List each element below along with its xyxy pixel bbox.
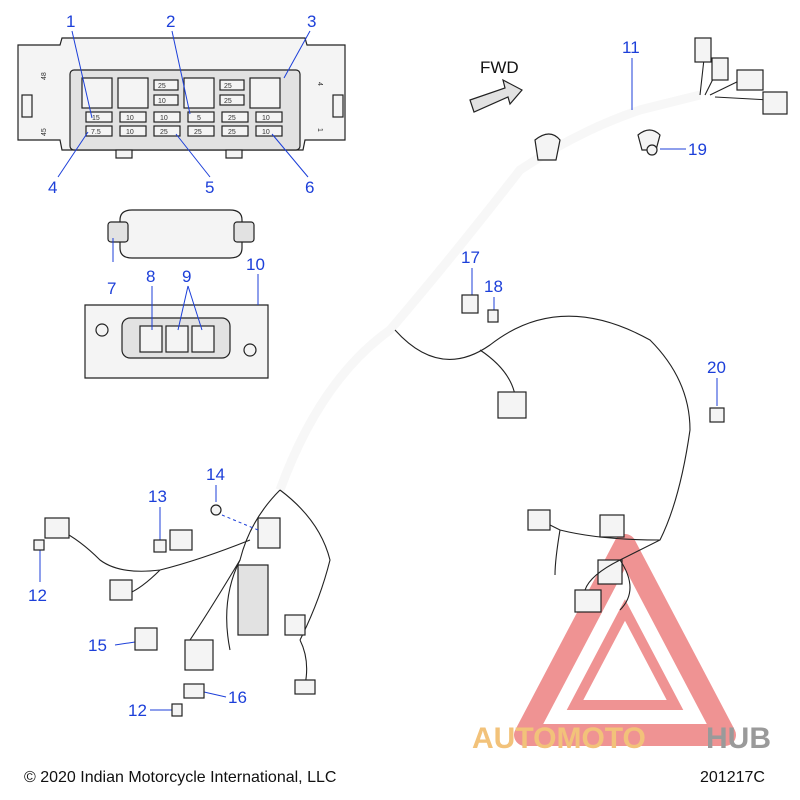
bracket-ll <box>237 564 269 636</box>
callout-12a: 12 <box>28 586 47 605</box>
fuse-r2-3: 25 <box>224 98 232 105</box>
nut-14 <box>210 504 222 516</box>
callout-3: 3 <box>307 12 316 31</box>
fuse-side-label-tr: 4 <box>316 82 323 86</box>
fuse-box-callouts: 1 2 3 4 5 6 <box>48 12 316 197</box>
watermark-part1: AUTOMOTO <box>472 722 646 755</box>
callout-1: 1 <box>66 12 75 31</box>
connector-ll-4 <box>294 679 316 695</box>
callout-12b: 12 <box>128 701 147 720</box>
fuse-r1-1: 25 <box>158 83 166 90</box>
connector-top-3 <box>736 69 764 91</box>
main-harness: 11 <box>275 37 788 613</box>
callout-11: 11 <box>622 38 640 57</box>
fwd-label: FWD <box>480 58 519 77</box>
fuse-r4-3: 25 <box>160 129 168 136</box>
watermark-logo <box>514 534 736 746</box>
fuse-box: 48 45 4 1 25 25 10 25 15 10 10 5 25 10 7… <box>17 37 346 159</box>
fuse-r3-6: 10 <box>262 115 270 122</box>
callout-19: 19 <box>688 140 707 159</box>
clip-13 <box>153 539 167 553</box>
callout-18: 18 <box>484 277 503 296</box>
connector-right-1 <box>527 509 551 531</box>
fuse-side-label-bl: 45 <box>41 128 48 136</box>
watermark-text: AUTOMOTO HUB <box>472 722 771 755</box>
callout-8: 8 <box>146 267 155 286</box>
callout-9: 9 <box>182 267 191 286</box>
small-parts-upper: 19 17 18 20 <box>461 129 726 423</box>
fuse-r4-4: 25 <box>194 129 202 136</box>
fuse-r4-2: 10 <box>126 129 134 136</box>
connector-ll-6 <box>169 529 193 551</box>
fwd-arrow-icon <box>469 78 523 113</box>
fuse-r1-3: 25 <box>224 83 232 90</box>
callout-17: 17 <box>461 248 480 267</box>
callout-20: 20 <box>707 358 726 377</box>
screw-12a <box>33 539 45 551</box>
copyright-text: © 2020 Indian Motorcycle International, … <box>24 769 336 786</box>
screw-18 <box>487 309 499 323</box>
callout-6: 6 <box>305 178 314 197</box>
figure-id: 201217C <box>700 769 765 786</box>
clip-20 <box>709 407 725 423</box>
connector-mid <box>497 391 527 419</box>
connector-top-2 <box>711 57 729 81</box>
fuse-r3-1: 15 <box>92 115 100 122</box>
fuse-r3-2: 10 <box>126 115 134 122</box>
watermark-part2: HUB <box>706 722 771 755</box>
fuse-r3-3: 10 <box>160 115 168 122</box>
cap-16 <box>183 683 205 699</box>
callout-13: 13 <box>148 487 167 506</box>
connector-ll-2 <box>109 579 133 601</box>
clip-17 <box>461 294 479 314</box>
connector-right-4 <box>597 559 623 585</box>
fuse-r4-6: 10 <box>262 129 270 136</box>
connector-ll-1 <box>44 517 70 539</box>
callout-10: 10 <box>246 255 265 274</box>
fuse-side-label-tl: 48 <box>41 72 48 80</box>
forward-direction-indicator: FWD <box>469 58 523 113</box>
screw-12b <box>171 703 183 717</box>
connector-ll-5 <box>284 614 306 636</box>
fuse-side-label-br: 1 <box>316 128 323 132</box>
harness-clip <box>534 133 561 161</box>
callout-14: 14 <box>206 465 225 484</box>
relay-15 <box>134 627 158 651</box>
connector-top-4 <box>762 91 788 115</box>
callout-7: 7 <box>107 279 116 298</box>
callout-2: 2 <box>166 12 175 31</box>
callout-15: 15 <box>88 636 107 655</box>
callout-4: 4 <box>48 178 57 197</box>
fuse-r2-1: 10 <box>158 98 166 105</box>
fuse-cover: 7 <box>107 209 255 298</box>
connector-ll-7 <box>257 517 281 549</box>
relay-housing: 8 9 10 <box>84 255 269 379</box>
connector-right-3 <box>574 589 602 613</box>
fuse-r3-5: 25 <box>228 115 236 122</box>
callout-5: 5 <box>205 178 214 197</box>
callout-16: 16 <box>228 688 247 707</box>
connector-right-2 <box>599 514 625 538</box>
lower-left-harness: 12 13 14 15 16 12 <box>28 465 331 720</box>
connector-ll-3 <box>184 639 214 671</box>
fuse-r3-4: 5 <box>197 115 201 122</box>
fuse-r4-1: 7.5 <box>91 129 101 136</box>
fuse-r4-5: 25 <box>228 129 236 136</box>
connector-top-1 <box>694 37 712 63</box>
